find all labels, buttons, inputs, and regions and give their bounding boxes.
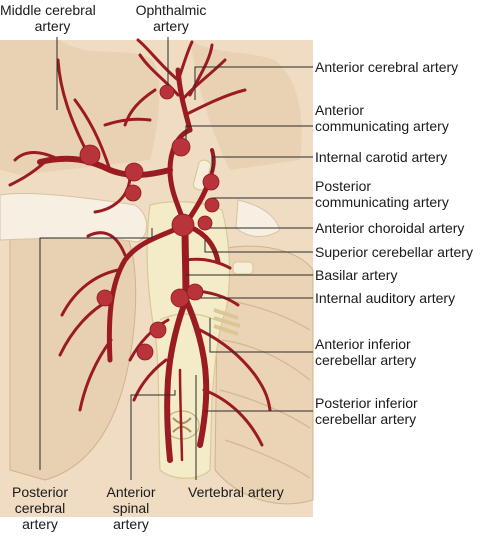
aneurysms: [79, 84, 220, 361]
aneurysm-pcom: [204, 197, 220, 213]
pica-branch: [202, 388, 264, 447]
frontal-lobe-right: [190, 40, 302, 170]
pca-branches-left: [58, 231, 127, 412]
label-posterior-communicating-artery: Posterior communicating artery: [315, 178, 449, 210]
label-anterior-communicating-artery: Anterior communicating artery: [315, 102, 449, 134]
label-line: cerebellar artery: [315, 411, 417, 427]
aneurysm-pca: [96, 289, 114, 307]
cut-surface-right: [235, 199, 281, 237]
aneurysm-basilar-tip: [171, 213, 195, 237]
label-posterior-cerebral-artery: Posterior cerebral artery: [0, 484, 80, 532]
leader-internal-carotid: [211, 156, 313, 172]
label-line: Anterior inferior: [315, 336, 411, 352]
pons-border: [159, 313, 216, 321]
aneurysm-acom: [171, 137, 191, 157]
ophthalmic-branches: [103, 88, 157, 127]
label-anterior-cerebral-artery: Anterior cerebral artery: [315, 59, 459, 75]
nerve-rootlets: [213, 308, 241, 336]
aneurysm-mca: [79, 144, 101, 166]
label-superior-cerebellar-artery: Superior cerebellar artery: [315, 244, 473, 260]
aneurysm-choroidal: [197, 215, 213, 231]
label-line: cerebellar artery: [315, 352, 417, 368]
aneurysm-ica-left: [124, 184, 142, 202]
label-line: Ophthalmic: [135, 2, 207, 18]
cerebellum: [214, 245, 314, 505]
label-line: communicating artery: [315, 118, 449, 134]
vertebral-left: [164, 297, 189, 463]
basilar-trunk: [181, 221, 190, 304]
label-line: artery: [34, 18, 71, 34]
label-line: Anterior: [315, 102, 365, 118]
aneurysm-aica: [186, 283, 204, 301]
leader-anterior-communicating: [185, 125, 313, 140]
leader-posterior-cerebral: [39, 228, 153, 470]
label-posterior-inferior-cerebellar-artery: Posterior inferior cerebellar artery: [315, 395, 418, 427]
label-line: spinal: [112, 500, 150, 516]
label-line: Posterior: [315, 178, 372, 194]
cerebellar-folia: [219, 299, 311, 479]
aneurysm-basilar-lower: [170, 288, 190, 308]
label-anterior-inferior-cerebellar-artery: Anterior inferior cerebellar artery: [315, 336, 416, 368]
posterior-cerebral-left: [106, 222, 188, 363]
label-line: Middle cerebral: [0, 2, 96, 18]
leader-superior-cerebellar: [204, 240, 313, 253]
vertebral-right: [183, 297, 210, 448]
label-vertebral-artery: Vertebral artery: [188, 484, 284, 500]
cranial-nerve-stub: [232, 261, 254, 275]
aneurysm-pica-left: [136, 343, 154, 361]
aneurysm-mca-bifurcation: [124, 162, 144, 182]
label-line: artery: [153, 18, 189, 34]
leader-lines: [39, 37, 313, 480]
label-line: artery: [113, 516, 149, 532]
arterial-tree: [8, 38, 272, 463]
label-line: communicating artery: [315, 194, 449, 210]
label-line: cerebral: [14, 500, 66, 516]
label-ophthalmic-artery: Ophthalmic artery: [128, 2, 214, 34]
label-internal-carotid-artery: Internal carotid artery: [315, 149, 448, 165]
leader-anterior-spinal: [130, 390, 176, 480]
label-line: artery: [22, 516, 58, 532]
left-cerebellar-branches: [128, 318, 170, 402]
aneurysm-aca: [159, 84, 175, 100]
label-line: Posterior: [11, 484, 69, 500]
label-anterior-spinal-artery: Anterior spinal artery: [95, 484, 167, 532]
aneurysm-vertebral-left: [149, 321, 167, 339]
aica-branch: [198, 328, 272, 412]
leader-anterior-inferior-cerebellar: [209, 318, 313, 353]
label-internal-auditory-artery: Internal auditory artery: [315, 290, 456, 306]
mca-branches-left: [8, 58, 132, 214]
anterior-cerebral: [175, 67, 193, 133]
aca-branches: [136, 38, 247, 117]
leader-anterior-cerebral: [194, 66, 313, 100]
anterior-spinal-vessel: [178, 368, 184, 462]
label-anterior-choroidal-artery: Anterior choroidal artery: [315, 220, 465, 236]
label-line: Posterior inferior: [315, 395, 418, 411]
label-basilar-artery: Basilar artery: [315, 267, 398, 283]
aneurysm-ica-right: [202, 173, 220, 191]
superior-cerebellar-branch: [184, 257, 232, 270]
label-line: Anterior: [106, 484, 156, 500]
label-middle-cerebral-artery: Middle cerebral artery: [0, 2, 105, 34]
